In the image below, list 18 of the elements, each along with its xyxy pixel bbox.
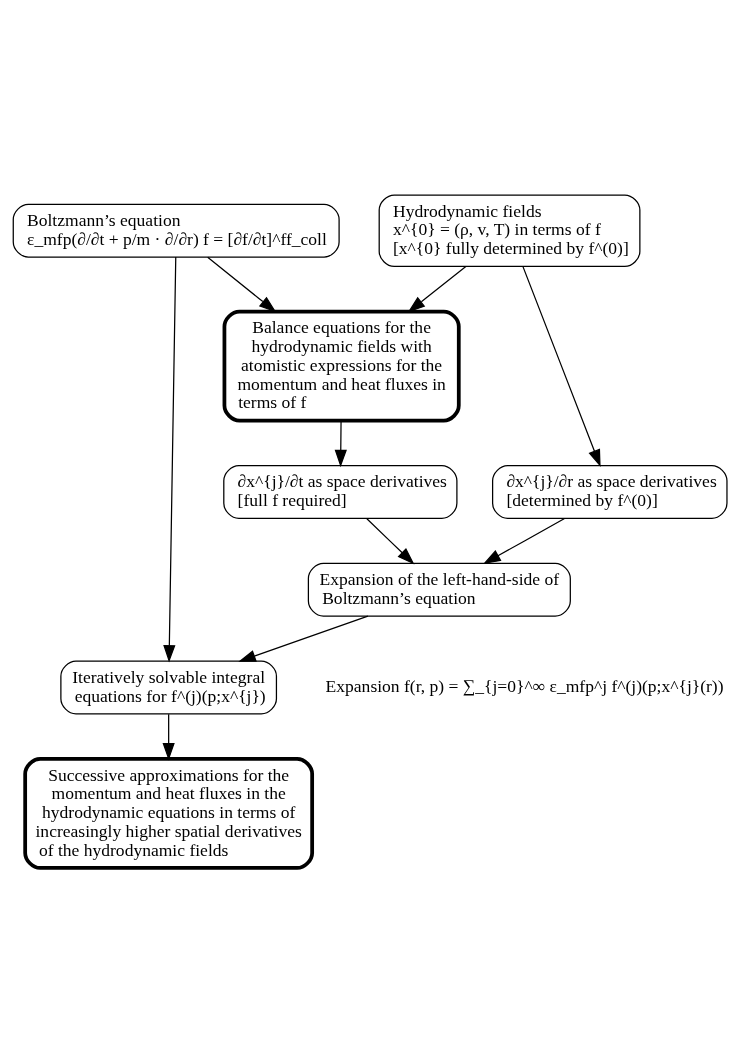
arrow	[483, 517, 566, 565]
node-box: ∂x^{j}/∂r as space derivatives [determined by f^(0)]	[492, 465, 728, 519]
node-box: ∂x^{j}/∂t as space derivatives [full f required]	[223, 465, 458, 519]
label: Expansion f(r, p) = ∑_{j=0}^∞ ε_mfp^j f^(j)(p;x^{j}(r))	[325, 676, 724, 697]
node-box: Balance equations for the hydrodynamic fields with atomistic expressions for the momentum and heat fluxes in terms of f	[222, 309, 461, 423]
arrow	[163, 256, 177, 663]
node-box: Boltzmann’s equation ε_mfp(∂/∂t + p/m · ∂/∂r) f = [∂f/∂t]^ff_coll	[12, 203, 340, 258]
arrow	[522, 266, 601, 468]
node-box: Hydrodynamic fields x^{0} = (ρ, v, T) in terms of f [x^{0} fully determined by f^(0)]	[378, 194, 641, 268]
arrow	[162, 713, 175, 761]
arrow	[407, 265, 467, 313]
arrow	[334, 420, 347, 468]
arrow	[238, 615, 369, 662]
arrow	[366, 518, 415, 565]
node-box: Successive approximations for the momentum and heat fluxes in the hydrodynamic equations in terms of increasingly higher spatial derivatives of the hydrodynamic fields	[23, 757, 315, 870]
arrow	[207, 256, 277, 313]
node-box: Iteratively solvable integral equations for f^(j)(p;x^{j})	[60, 660, 278, 715]
node-box: Expansion of the left-hand-side of Boltzmann’s equation	[307, 562, 571, 617]
